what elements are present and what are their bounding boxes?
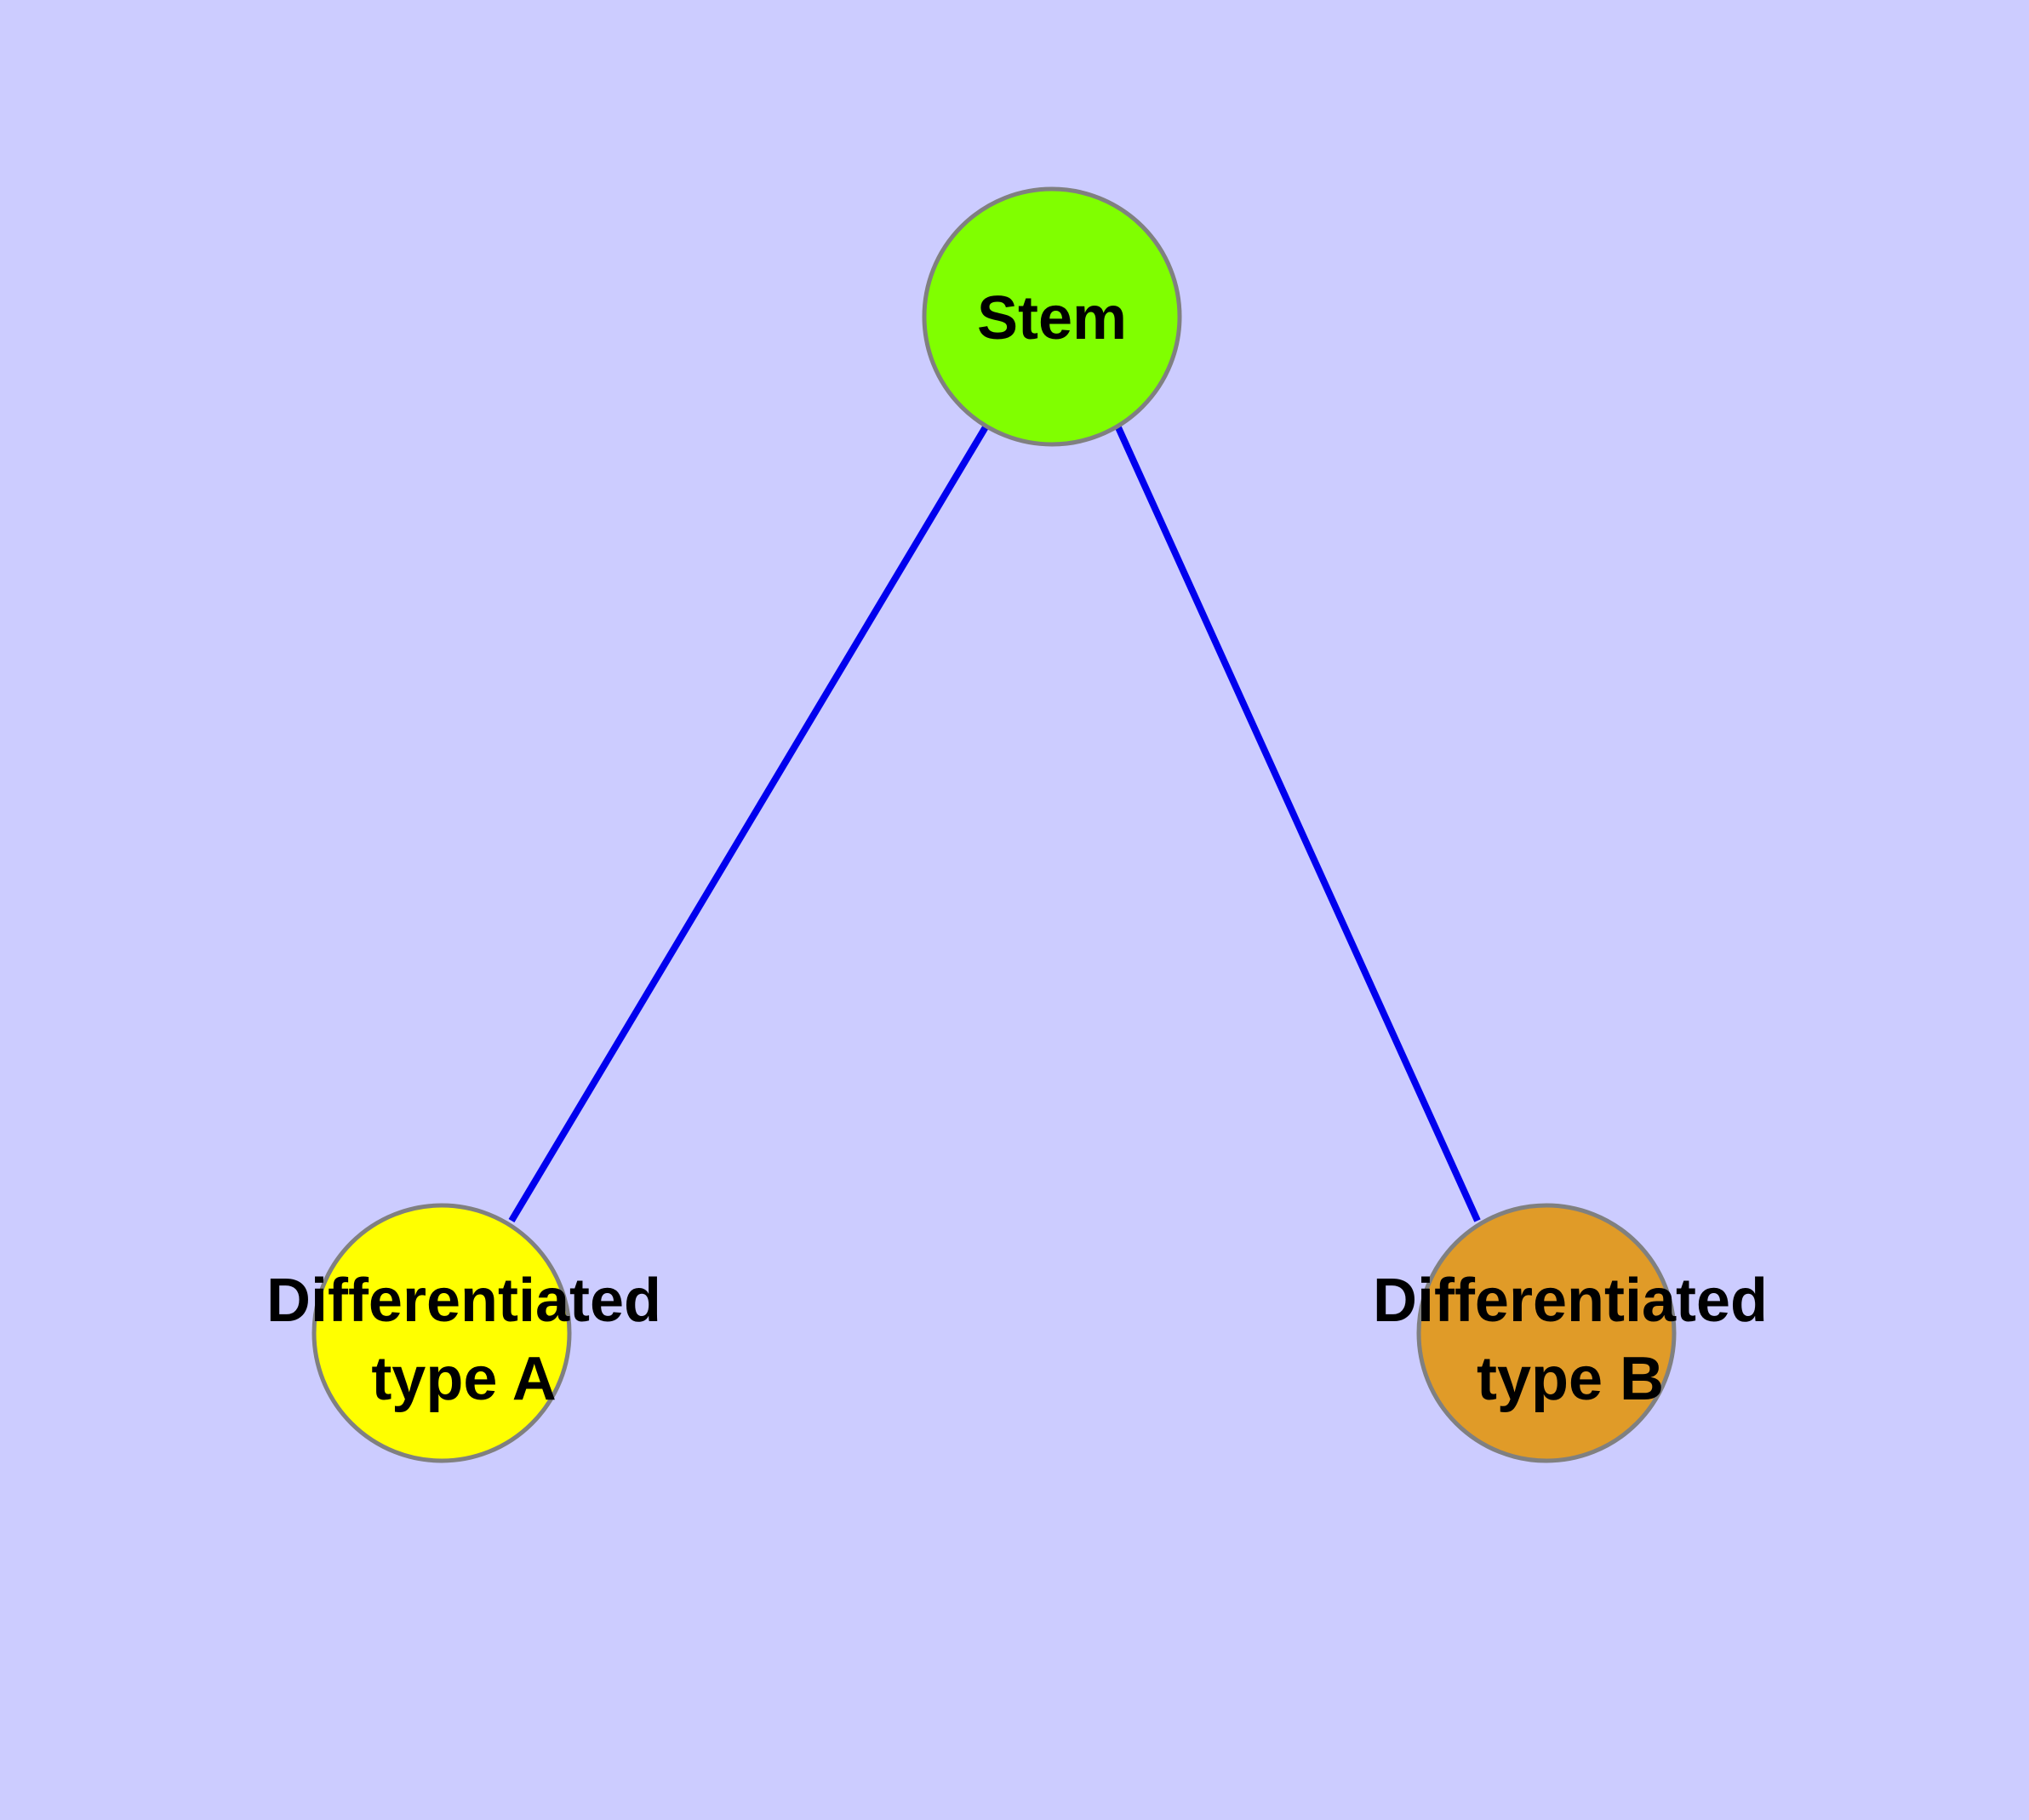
labels-group: Stem Differentiated type A Differentiated…: [266, 284, 1768, 1413]
node-label-differentiated-type-a: Differentiated type A: [266, 1267, 661, 1413]
node-label-line: Differentiated: [266, 1267, 661, 1335]
nodes-group: [311, 186, 1677, 1463]
node-stem[interactable]: [922, 186, 1182, 447]
node-label-line: type A: [371, 1345, 556, 1413]
node-label-line: Stem: [977, 284, 1127, 352]
edge-stem-to-differentiated-type-b[interactable]: [1114, 424, 1481, 1222]
edges-group: [508, 423, 1481, 1223]
node-differentiated-type-b[interactable]: [1416, 1203, 1677, 1463]
node-label-line: Differentiated: [1373, 1267, 1768, 1335]
edge-stem-to-differentiated-type-a[interactable]: [508, 423, 990, 1223]
node-label-stem: Stem: [977, 284, 1127, 352]
node-label-line: type B: [1477, 1345, 1664, 1413]
node-differentiated-type-a[interactable]: [311, 1203, 572, 1463]
node-label-differentiated-type-b: Differentiated type B: [1373, 1267, 1768, 1413]
